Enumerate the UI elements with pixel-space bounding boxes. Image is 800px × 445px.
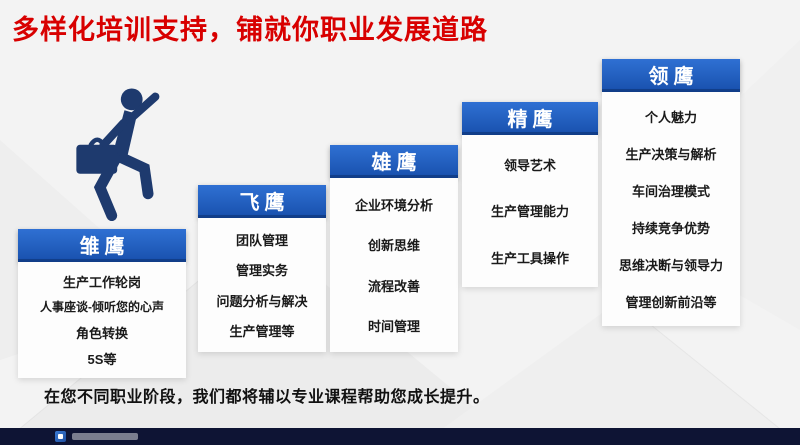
level-column-5: 领鹰 个人魅力 生产决策与解析 车间治理模式 持续竞争优势 思维决断与领导力 管… — [602, 59, 740, 326]
level-4-title: 精鹰 — [507, 108, 558, 131]
level-5-title: 领鹰 — [648, 65, 699, 88]
level-5-body: 个人魅力 生产决策与解析 车间治理模式 持续竞争优势 思维决断与领导力 管理创新… — [602, 92, 740, 326]
level-item: 团队管理 — [235, 232, 288, 248]
level-2-title: 飞鹰 — [239, 191, 290, 214]
level-item: 领导艺术 — [503, 157, 556, 173]
footer-note: 在您不同职业阶段，我们都将辅以专业课程帮助您成长提升。 — [44, 389, 490, 406]
level-item: 管理创新前沿等 — [625, 295, 717, 310]
level-item: 生产管理等 — [229, 324, 295, 340]
level-item: 问题分析与解决 — [216, 293, 308, 309]
level-column-4: 精鹰 领导艺术 生产管理能力 生产工具操作 — [462, 102, 598, 287]
climbing-person-icon — [76, 88, 160, 221]
level-item: 思维决断与领导力 — [618, 258, 723, 273]
level-item: 5S等 — [87, 352, 117, 368]
level-item: 个人魅力 — [644, 110, 697, 125]
level-4-body: 领导艺术 生产管理能力 生产工具操作 — [462, 135, 598, 287]
level-1-header: 雏鹰 — [18, 229, 186, 262]
level-item: 时间管理 — [367, 319, 420, 335]
level-item: 生产管理能力 — [490, 204, 569, 220]
level-item: 生产决策与解析 — [625, 147, 717, 162]
level-item: 管理实务 — [235, 263, 288, 279]
slide-title: 多样化培训支持，铺就你职业发展道路 — [12, 15, 488, 45]
level-3-body: 企业环境分析 创新思维 流程改善 时间管理 — [330, 178, 458, 352]
level-item: 角色转换 — [75, 325, 128, 341]
level-item: 持续竞争优势 — [631, 221, 710, 236]
company-logo-icon — [55, 431, 66, 442]
level-column-2: 飞鹰 团队管理 管理实务 问题分析与解决 生产管理等 — [198, 185, 326, 352]
climbing-person-figure — [70, 84, 188, 240]
level-3-title: 雄鹰 — [371, 151, 422, 174]
footer-logo-text — [72, 433, 138, 440]
level-item: 生产工具操作 — [490, 251, 569, 267]
level-item: 生产工作轮岗 — [62, 274, 141, 290]
level-item: 人事座谈-倾听您的心声 — [40, 300, 164, 315]
level-item: 企业环境分析 — [354, 197, 433, 213]
level-3-header: 雄鹰 — [330, 145, 458, 178]
level-item: 车间治理模式 — [631, 184, 710, 199]
level-2-header: 飞鹰 — [198, 185, 326, 218]
level-5-header: 领鹰 — [602, 59, 740, 92]
level-4-header: 精鹰 — [462, 102, 598, 135]
level-2-body: 团队管理 管理实务 问题分析与解决 生产管理等 — [198, 218, 326, 352]
level-item: 创新思维 — [367, 238, 420, 254]
level-column-3: 雄鹰 企业环境分析 创新思维 流程改善 时间管理 — [330, 145, 458, 352]
level-item: 流程改善 — [367, 278, 420, 294]
level-1-body: 生产工作轮岗 人事座谈-倾听您的心声 角色转换 5S等 — [18, 262, 186, 378]
footer-bar — [0, 428, 800, 445]
level-column-1: 雏鹰 生产工作轮岗 人事座谈-倾听您的心声 角色转换 5S等 — [18, 229, 186, 378]
level-1-title: 雏鹰 — [79, 235, 130, 258]
